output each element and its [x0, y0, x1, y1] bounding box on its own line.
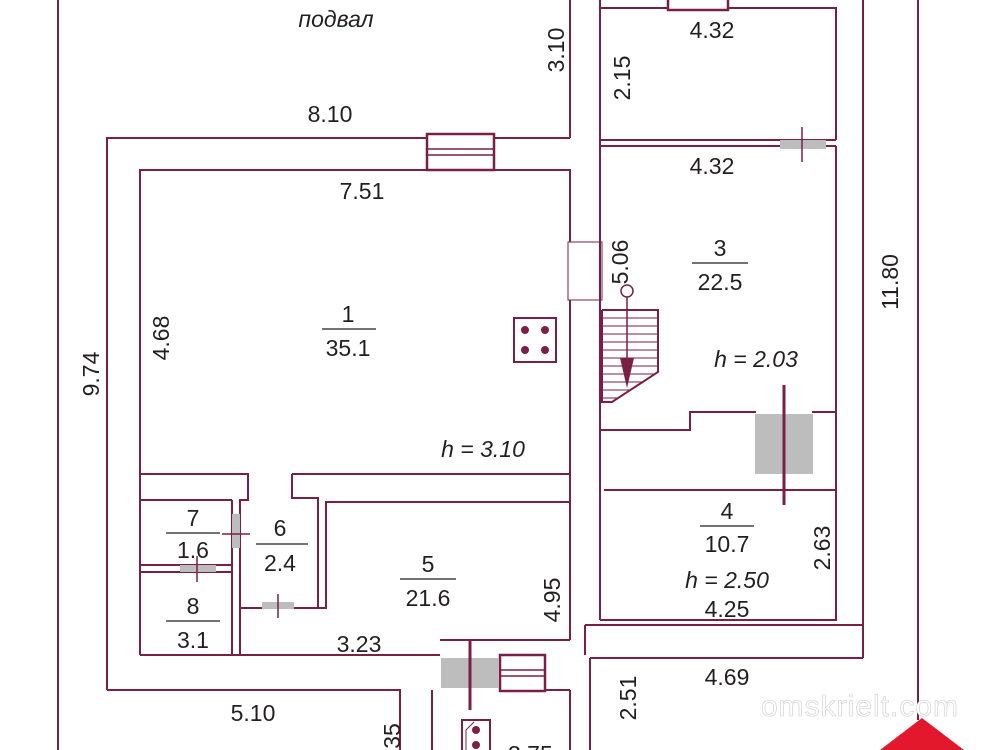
stair-arrow-icon — [620, 358, 634, 388]
corner-badge-icon — [880, 718, 964, 750]
stair-start-marker — [620, 284, 634, 298]
room-7: 7 1.6 — [166, 505, 220, 563]
staircase — [465, 284, 659, 750]
dim-4-69: 4.69 — [705, 664, 750, 690]
svg-text:21.6: 21.6 — [406, 585, 451, 611]
svg-text:2.4: 2.4 — [264, 550, 296, 576]
room-labels: подвал 1 35.1 3 22.5 4 10.7 5 21.6 6 2.4… — [166, 6, 798, 653]
svg-text:7: 7 — [187, 505, 200, 531]
doors — [180, 127, 826, 710]
height-room-3: h = 2.03 — [714, 346, 798, 372]
dim-11-80-vert: 11.80 — [877, 254, 903, 310]
room-4: 4 10.7 — [700, 498, 754, 557]
svg-text:1.6: 1.6 — [177, 537, 209, 563]
height-room-1: h = 3.10 — [441, 436, 525, 462]
dim-4-32-mid: 4.32 — [690, 153, 735, 179]
svg-text:4: 4 — [721, 498, 734, 524]
svg-text:35.1: 35.1 — [326, 335, 371, 361]
stove-icon-lower — [461, 719, 491, 750]
dim-2-15-vert: 2.15 — [609, 56, 635, 101]
svg-text:1: 1 — [342, 301, 355, 327]
window-hall-top — [425, 132, 496, 172]
dim-5-10: 5.10 — [231, 700, 276, 726]
dim-3-75-partial: 3.75 — [508, 741, 553, 750]
room-1: 1 35.1 — [322, 301, 376, 361]
watermark-text: omskrielt.com — [761, 690, 959, 723]
dim-2-63-vert: 2.63 — [809, 526, 835, 571]
svg-text:3.1: 3.1 — [177, 627, 209, 653]
dim-5-06-vert: 5.06 — [607, 240, 633, 285]
door-gray-8 — [180, 565, 216, 572]
svg-text:8: 8 — [187, 593, 200, 619]
window-top-right — [666, 0, 730, 12]
watermark: omskrielt.com — [761, 690, 959, 724]
svg-text:22.5: 22.5 — [698, 269, 743, 295]
dim-4-25: 4.25 — [705, 596, 750, 622]
dim-4-68-vert: 4.68 — [148, 316, 174, 361]
window-bottom — [498, 653, 547, 693]
door-gray-7 — [232, 514, 240, 548]
windows — [425, 0, 730, 693]
dim-8-10: 8.10 — [308, 101, 353, 127]
walls — [57, 0, 919, 750]
dim-9-74-vert: 9.74 — [78, 351, 104, 396]
dim-4-95-vert: 4.95 — [539, 578, 565, 623]
room-5: 5 21.6 — [400, 551, 456, 611]
stove-icon — [513, 317, 557, 363]
room-8: 8 3.1 — [166, 593, 220, 653]
dim-3-23: 3.23 — [337, 631, 382, 657]
dim-3-10-vert: 3.10 — [543, 28, 569, 73]
room-3: 3 22.5 — [692, 235, 748, 295]
dimension-labels: 8.10 7.51 4.32 4.32 3.23 5.10 4.25 4.69 … — [78, 17, 903, 750]
dim-4-32-top: 4.32 — [690, 17, 735, 43]
room-6: 6 2.4 — [256, 515, 308, 576]
svg-text:6: 6 — [274, 515, 287, 541]
svg-text:10.7: 10.7 — [705, 531, 750, 557]
dim-7-51: 7.51 — [340, 178, 385, 204]
height-room-4: h = 2.50 — [685, 567, 769, 593]
dim-35-partial-vert: 35 — [379, 723, 405, 749]
basement-label: подвал — [298, 6, 373, 32]
svg-text:3: 3 — [714, 235, 727, 261]
door-gray-right — [780, 140, 826, 149]
dim-2-51-vert: 2.51 — [615, 676, 641, 721]
svg-text:5: 5 — [422, 551, 435, 577]
